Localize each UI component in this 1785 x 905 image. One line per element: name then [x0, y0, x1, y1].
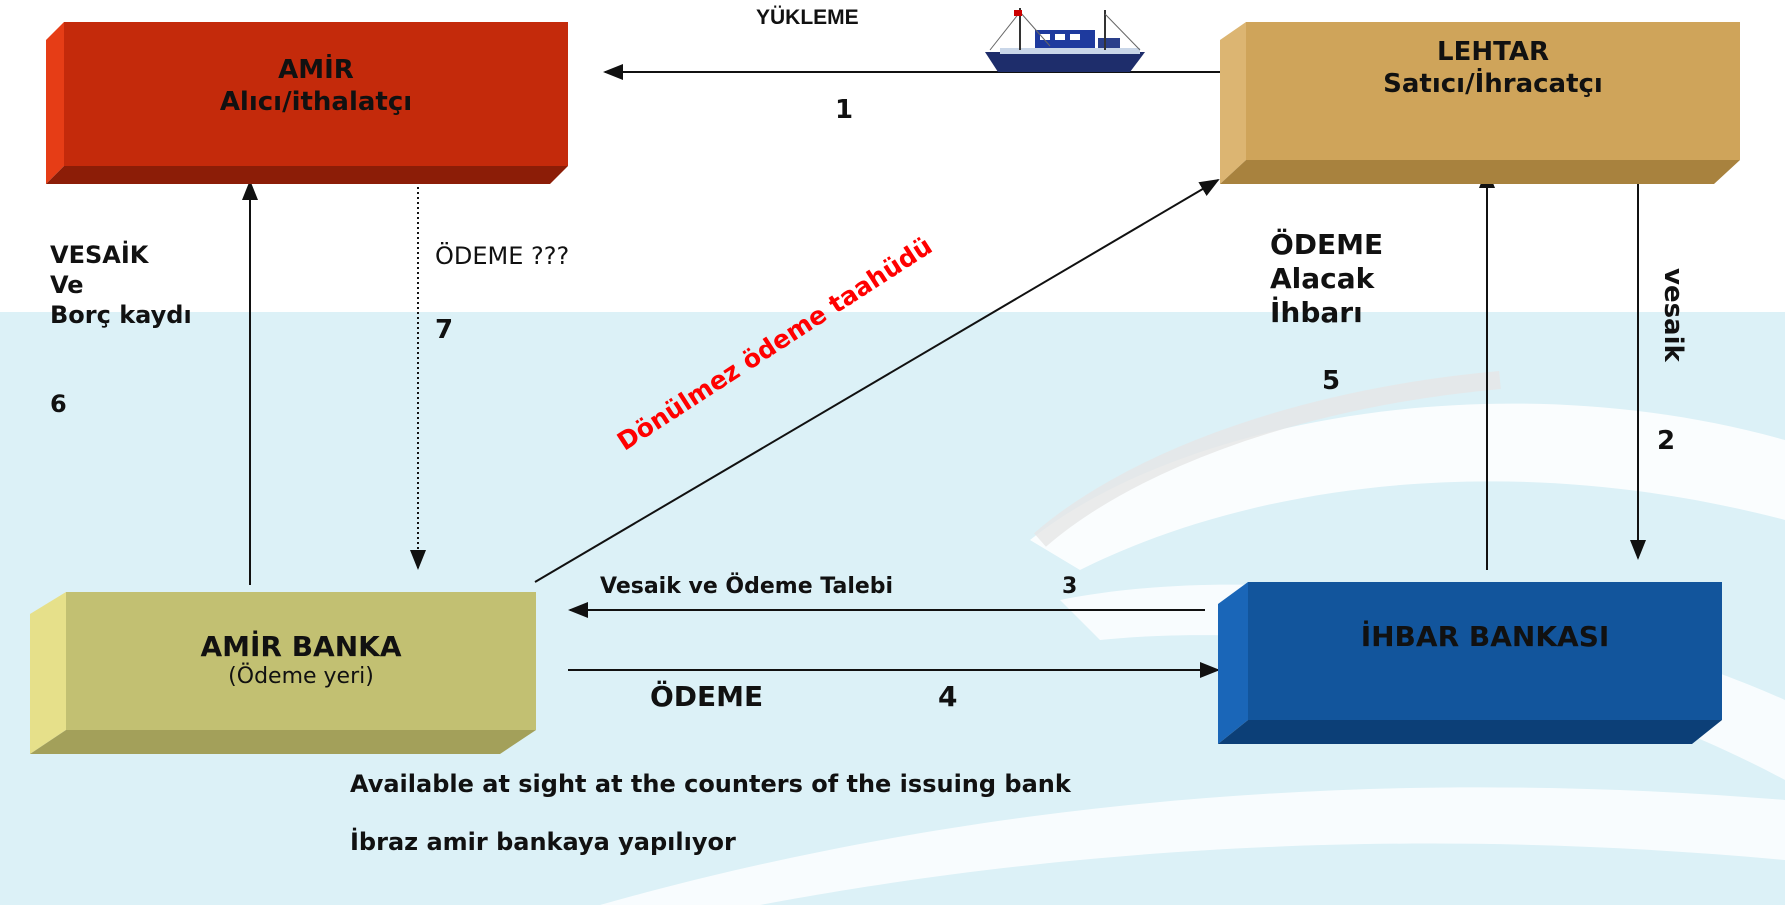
ihbar-box: İHBAR BANKASI: [1218, 582, 1722, 744]
odeme-4-label: ÖDEME: [650, 680, 764, 713]
amir-box: AMİR Alıcı/ithalatçı: [46, 22, 568, 184]
amir-title: AMİR: [278, 55, 354, 85]
vesaik-vertical-label: vesaik: [1658, 268, 1688, 362]
amir-banka-box: AMİR BANKA (Ödeme yeri): [30, 592, 536, 754]
amir-banka-subtitle: (Ödeme yeri): [228, 664, 374, 689]
ihbar-title: İHBAR BANKASI: [1360, 620, 1610, 653]
step-3: 3: [1062, 574, 1078, 599]
footer-line-2: İbraz amir bankaya yapılıyor: [350, 828, 736, 856]
step-5: 5: [1322, 366, 1341, 396]
step-4: 4: [938, 680, 958, 713]
step-2: 2: [1657, 426, 1676, 456]
odeme-question: ÖDEME ???: [435, 242, 570, 270]
vesaik-label-1: VESAİK: [50, 241, 149, 269]
lehtar-box: LEHTAR Satıcı/İhracatçı: [1220, 22, 1740, 184]
footer-line-1: Available at sight at the counters of th…: [350, 770, 1071, 798]
arrow-irrevocable-undertaking: [534, 178, 1220, 583]
amir-banka-title: AMİR BANKA: [200, 630, 402, 663]
shipping-label: YÜKLEME: [756, 6, 859, 29]
odeme-5-label-3: İhbarı: [1270, 296, 1363, 329]
amir-subtitle: Alıcı/ithalatçı: [219, 87, 413, 117]
odeme-5-label-2: Alacak: [1270, 262, 1375, 295]
step-6: 6: [50, 390, 67, 418]
step-7: 7: [435, 315, 454, 345]
payment-request-label: Vesaik ve Ödeme Talebi: [600, 574, 894, 599]
step-1: 1: [835, 95, 854, 125]
lehtar-subtitle: Satıcı/İhracatçı: [1383, 69, 1603, 99]
odeme-5-label-1: ÖDEME: [1270, 228, 1384, 261]
lehtar-title: LEHTAR: [1437, 37, 1549, 67]
vesaik-label-2: Ve: [50, 271, 84, 299]
vesaik-label-3: Borç kaydı: [50, 301, 192, 329]
